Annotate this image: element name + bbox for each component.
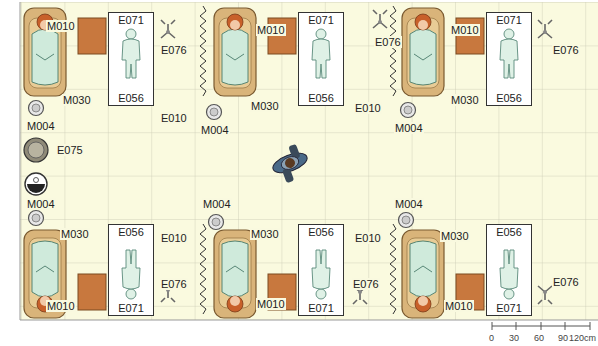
callout-number: E010 — [354, 232, 382, 244]
scale-label: 90 — [558, 333, 568, 343]
callout-number: E071 — [495, 14, 523, 26]
callout-number: M030 — [440, 230, 470, 242]
callout-number: E076 — [160, 44, 188, 56]
callout-number: E071 — [117, 14, 145, 26]
callout-number: M004 — [26, 198, 56, 210]
treatment-bed: E071E056 — [298, 12, 344, 106]
treatment-bed: E056E071 — [298, 224, 344, 316]
callout-number: E010 — [160, 232, 188, 244]
callout-number: M010 — [450, 24, 480, 36]
callout-number: M030 — [250, 228, 280, 240]
callout-number: E075 — [56, 144, 84, 156]
treatment-bed: E071E056 — [108, 12, 154, 106]
callout-number: M004 — [394, 122, 424, 134]
treatment-bed: E071E056 — [486, 12, 532, 106]
scale-label: 60 — [534, 333, 544, 343]
callout-number: M030 — [62, 94, 92, 106]
callout-number: M010 — [256, 298, 286, 310]
scale-label: 0 — [489, 333, 494, 343]
callout-number: M010 — [46, 300, 76, 312]
callout-number: M010 — [444, 300, 474, 312]
callout-number: E010 — [160, 112, 188, 124]
callout-number: E056 — [117, 226, 145, 238]
callout-number: M004 — [26, 120, 56, 132]
callout-number: E076 — [374, 36, 402, 48]
callout-number: E071 — [495, 302, 523, 314]
scale-label: 30 — [509, 333, 519, 343]
callout-number: E056 — [307, 226, 335, 238]
callout-number: M010 — [46, 20, 76, 32]
callout-number: M004 — [200, 124, 230, 136]
callout-number: M010 — [256, 24, 286, 36]
treatment-bed: E056E071 — [486, 224, 532, 316]
scale-label: 120cm — [569, 333, 596, 343]
callout-number: E076 — [552, 276, 580, 288]
callout-number: E056 — [117, 92, 145, 104]
callout-number: E071 — [117, 302, 145, 314]
callout-number: E056 — [495, 226, 523, 238]
callout-number: M030 — [450, 94, 480, 106]
callout-number: M004 — [394, 198, 424, 210]
callout-number: M030 — [60, 228, 90, 240]
callout-number: E071 — [307, 302, 335, 314]
callout-number: E010 — [354, 102, 382, 114]
callout-number: E076 — [160, 278, 188, 290]
callout-number: E071 — [307, 14, 335, 26]
callout-number: E056 — [495, 92, 523, 104]
callout-number: M004 — [202, 198, 232, 210]
callout-number: E076 — [352, 278, 380, 290]
callout-number: E076 — [552, 44, 580, 56]
treatment-bed: E056E071 — [108, 224, 154, 316]
callout-number: M030 — [250, 100, 280, 112]
callout-number: E056 — [307, 92, 335, 104]
